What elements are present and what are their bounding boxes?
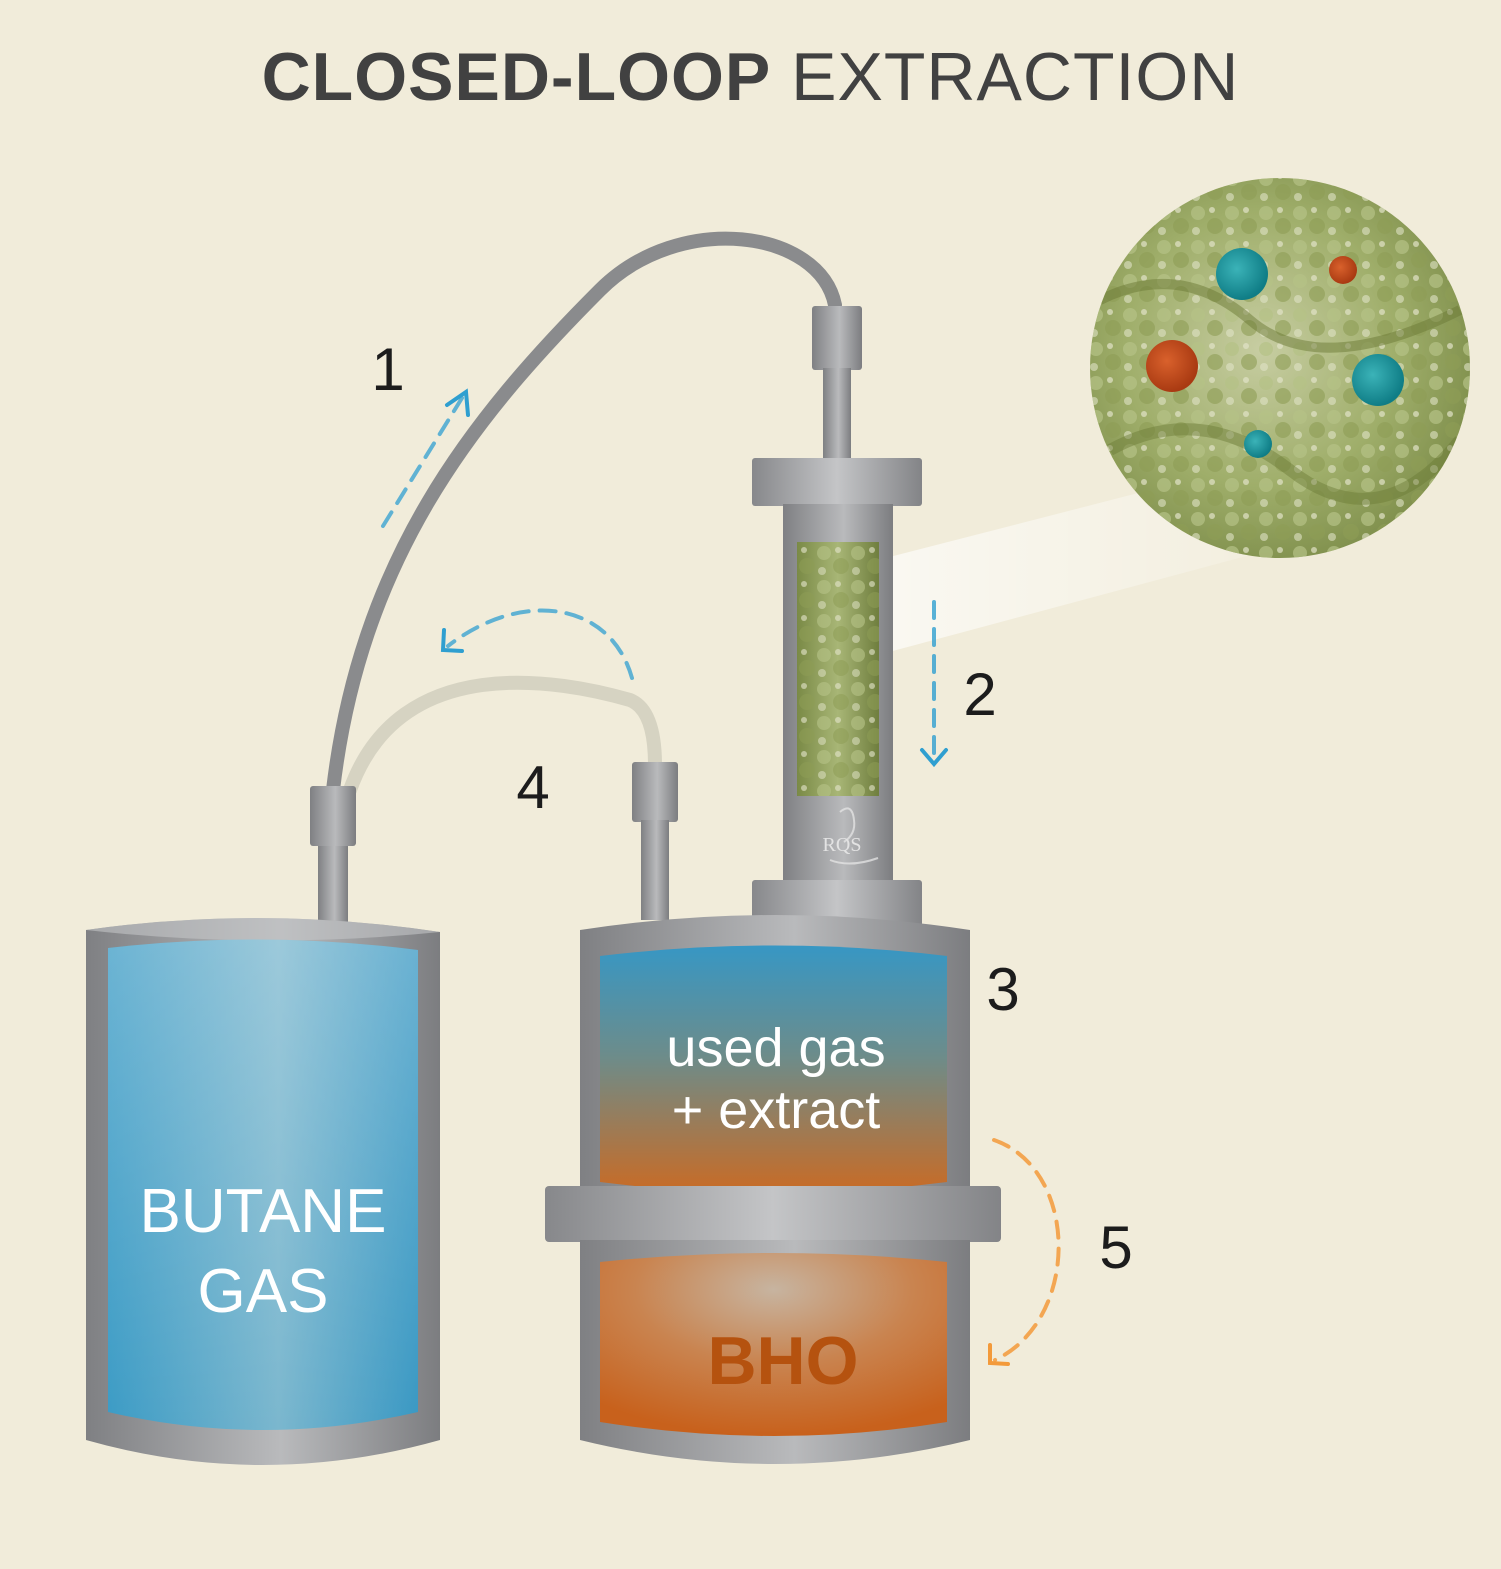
arrowhead-step-5 <box>988 1343 1010 1366</box>
used-gas-label-line2: + extract <box>672 1080 881 1140</box>
title-regular: EXTRACTION <box>771 39 1240 115</box>
arrowhead-step-1 <box>445 388 470 417</box>
teal-molecule <box>1244 430 1272 458</box>
extraction-column <box>752 306 922 930</box>
title-bold: CLOSED-LOOP <box>261 39 772 115</box>
return-hose <box>343 675 662 797</box>
arrow-step-5 <box>992 1138 1061 1362</box>
supply-hose <box>326 231 842 797</box>
bho-vessel <box>580 1240 970 1464</box>
teal-molecule <box>1216 248 1268 300</box>
rqs-logo <box>829 807 879 865</box>
rqs-logo-text: RQS <box>823 834 862 856</box>
page-title: CLOSED-LOOP EXTRACTION <box>0 38 1501 116</box>
arrow-step-1 <box>381 396 464 528</box>
arrowhead-step-4 <box>440 628 464 653</box>
collection-vessel <box>580 915 970 1200</box>
plant-material <box>797 542 879 796</box>
used-gas-label-line1: used gas <box>666 1018 885 1078</box>
red-molecule <box>1146 340 1198 392</box>
butane-label-line2: GAS <box>198 1257 329 1326</box>
step-3-label: 3 <box>986 956 1019 1023</box>
butane-tank <box>86 786 440 1465</box>
vessel-flange <box>545 1186 1001 1242</box>
step-5-label: 5 <box>1099 1214 1132 1281</box>
magnifier-beam <box>878 490 1250 655</box>
bho-label: BHO <box>707 1323 858 1399</box>
step-4-label: 4 <box>516 754 549 821</box>
step-1-label: 1 <box>371 336 404 403</box>
teal-molecule <box>1352 354 1404 406</box>
return-inlet <box>632 762 678 920</box>
butane-label-line1: BUTANE <box>140 1177 387 1246</box>
step-2-label: 2 <box>963 661 996 728</box>
arrowhead-step-2 <box>920 748 948 768</box>
red-molecule <box>1329 256 1357 284</box>
magnified-trichomes <box>1090 178 1470 558</box>
arrow-step-4 <box>446 608 634 680</box>
